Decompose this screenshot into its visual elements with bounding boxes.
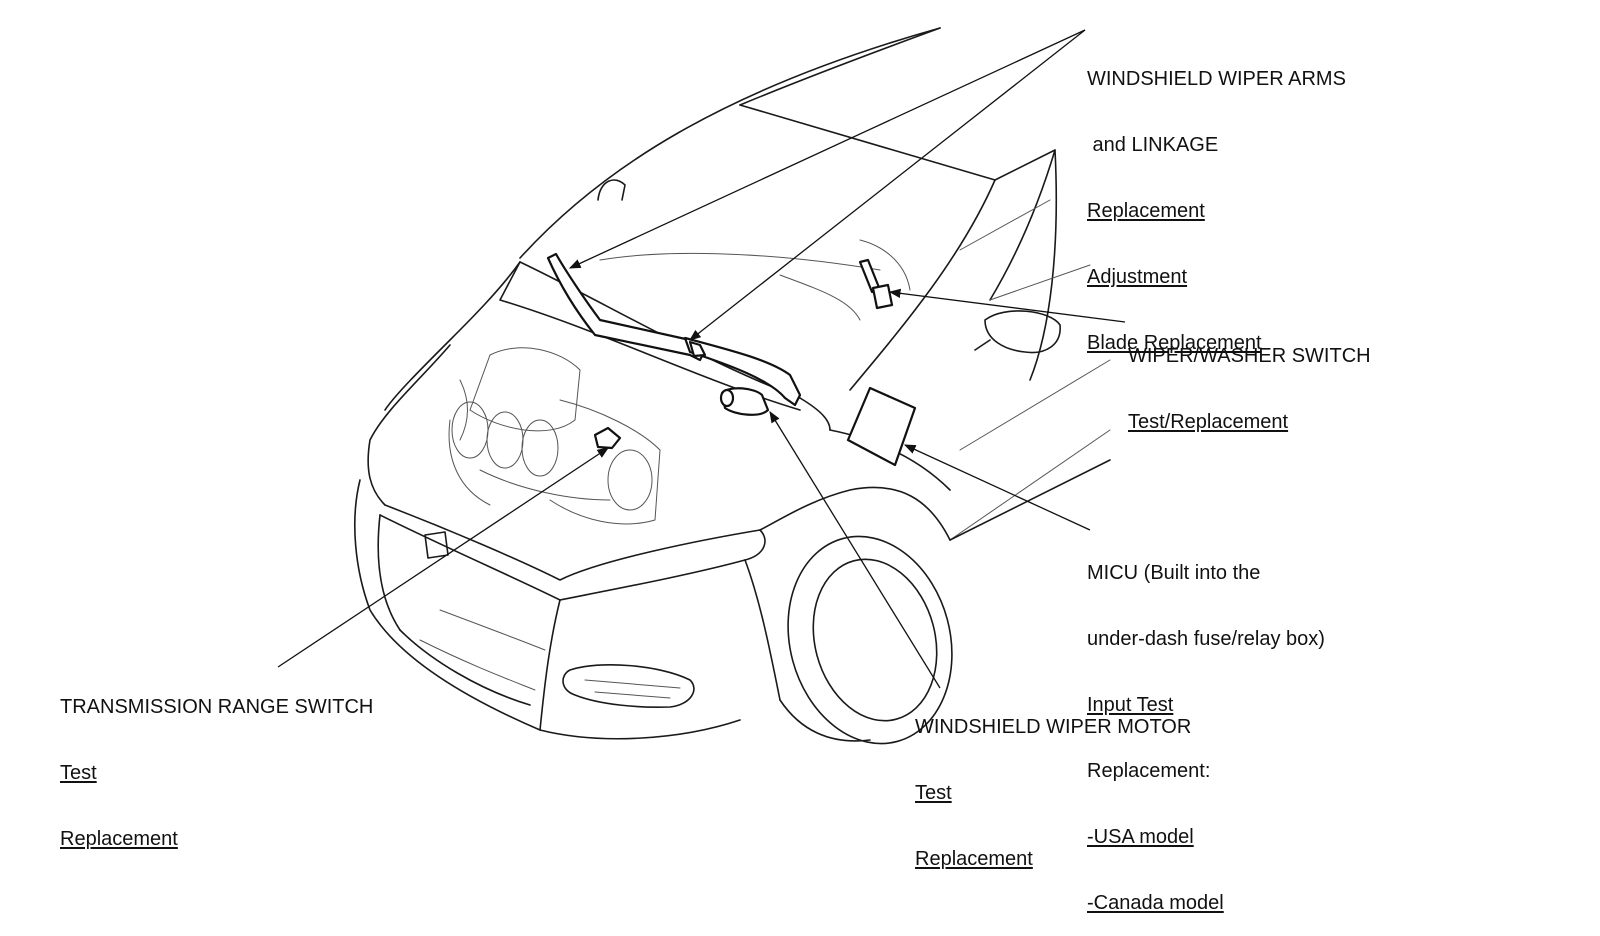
trans-switch-replacement-link[interactable]: Replacement xyxy=(60,828,178,850)
wiper-motor-replacement-link[interactable]: Replacement xyxy=(915,848,1033,870)
wiper-motor-title: WINDSHIELD WIPER MOTOR xyxy=(915,716,1192,738)
engine-outline xyxy=(448,347,661,525)
callout-washer-switch: WIPER/WASHER SWITCH Test/Replacement xyxy=(1128,301,1371,455)
micu-canada-model-link[interactable]: -Canada model xyxy=(1087,892,1224,914)
callout-transmission-switch: TRANSMISSION RANGE SWITCH Test Replaceme… xyxy=(60,652,373,872)
micu-usa-model-link[interactable]: -USA model xyxy=(1087,826,1194,848)
callout-wiper-arms: WINDSHIELD WIPER ARMS and LINKAGE Replac… xyxy=(1087,24,1346,376)
wiper-motor-part[interactable] xyxy=(719,387,770,416)
car-body xyxy=(354,27,1111,745)
wiper-arms-replacement-link[interactable]: Replacement xyxy=(1087,200,1205,222)
leader-lines xyxy=(277,29,1126,689)
transmission-range-switch-part[interactable] xyxy=(593,426,622,450)
micu-fuse-box-part[interactable] xyxy=(846,386,917,467)
callout-micu: MICU (Built into the under-dash fuse/rel… xyxy=(1087,518,1325,936)
callout-wiper-motor: WINDSHIELD WIPER MOTOR Test Replacement xyxy=(915,672,1191,892)
wiper-washer-switch-part[interactable] xyxy=(858,258,894,310)
wiper-blade-replacement-link[interactable]: Blade Replacement xyxy=(1087,332,1262,354)
wiper-arms-title-line1: WINDSHIELD WIPER ARMS xyxy=(1087,68,1346,90)
washer-switch-title: WIPER/WASHER SWITCH xyxy=(1128,345,1371,367)
wiper-arms-adjustment-link[interactable]: Adjustment xyxy=(1087,266,1188,288)
micu-replacement-label: Replacement: xyxy=(1087,760,1211,782)
wiper-linkage[interactable] xyxy=(688,340,707,358)
wiper-arms-title-line2: and LINKAGE xyxy=(1087,134,1219,156)
trans-switch-test-link[interactable]: Test xyxy=(60,762,97,784)
washer-switch-test-replacement-link[interactable]: Test/Replacement xyxy=(1128,411,1289,433)
wiper-arm-right[interactable] xyxy=(683,336,802,407)
micu-title-line2: under-dash fuse/relay box) xyxy=(1087,628,1325,650)
micu-input-test-link[interactable]: Input Test xyxy=(1087,694,1174,716)
trans-switch-title: TRANSMISSION RANGE SWITCH xyxy=(60,696,374,718)
micu-title-line1: MICU (Built into the xyxy=(1087,562,1261,584)
wiper-motor-test-link[interactable]: Test xyxy=(915,782,952,804)
wiper-arm-left[interactable] xyxy=(546,252,707,362)
